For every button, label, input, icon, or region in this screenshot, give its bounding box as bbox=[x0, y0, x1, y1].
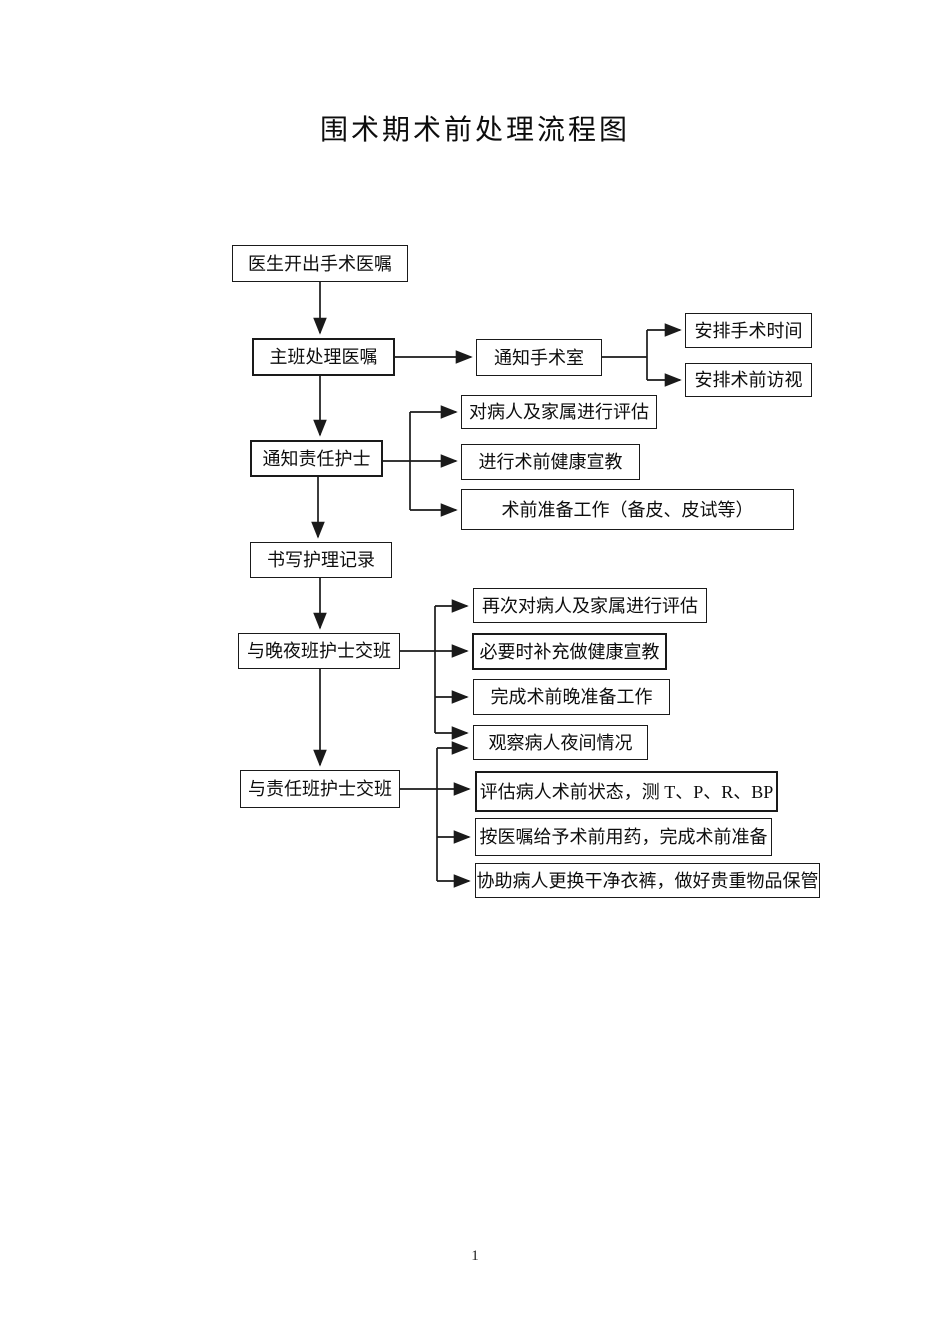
node-evening-shift-handover: 与晚夜班护士交班 bbox=[238, 633, 400, 669]
node-preop-preparation-work: 术前准备工作（备皮、皮试等） bbox=[461, 489, 794, 530]
node-assess-patient-family: 对病人及家属进行评估 bbox=[461, 395, 657, 429]
node-preop-health-education: 进行术前健康宣教 bbox=[461, 444, 640, 480]
node-arrange-surgery-time: 安排手术时间 bbox=[685, 313, 812, 348]
node-notify-duty-nurse: 通知责任护士 bbox=[250, 440, 383, 477]
node-main-shift-process: 主班处理医嘱 bbox=[252, 338, 395, 376]
node-write-nursing-record: 书写护理记录 bbox=[250, 542, 392, 578]
node-assist-change-clothes: 协助病人更换干净衣裤，做好贵重物品保管 bbox=[475, 863, 820, 898]
node-preop-medication: 按医嘱给予术前用药，完成术前准备 bbox=[475, 818, 772, 856]
node-observe-patient-night: 观察病人夜间情况 bbox=[473, 725, 648, 760]
node-doctor-order: 医生开出手术医嘱 bbox=[232, 245, 408, 282]
diagram-title: 围术期术前处理流程图 bbox=[319, 115, 630, 146]
node-notify-operating-room: 通知手术室 bbox=[476, 339, 602, 376]
node-arrange-preop-visit: 安排术前访视 bbox=[685, 363, 812, 397]
page-number: 1 bbox=[471, 1248, 479, 1264]
node-reassess-patient-family: 再次对病人及家属进行评估 bbox=[473, 588, 707, 623]
node-assess-preop-state-vitals: 评估病人术前状态，测 T、P、R、BP bbox=[475, 771, 778, 812]
node-supplement-health-education: 必要时补充做健康宣教 bbox=[472, 633, 667, 670]
node-duty-shift-handover: 与责任班护士交班 bbox=[240, 770, 400, 808]
node-complete-night-preparation: 完成术前晚准备工作 bbox=[473, 679, 670, 715]
